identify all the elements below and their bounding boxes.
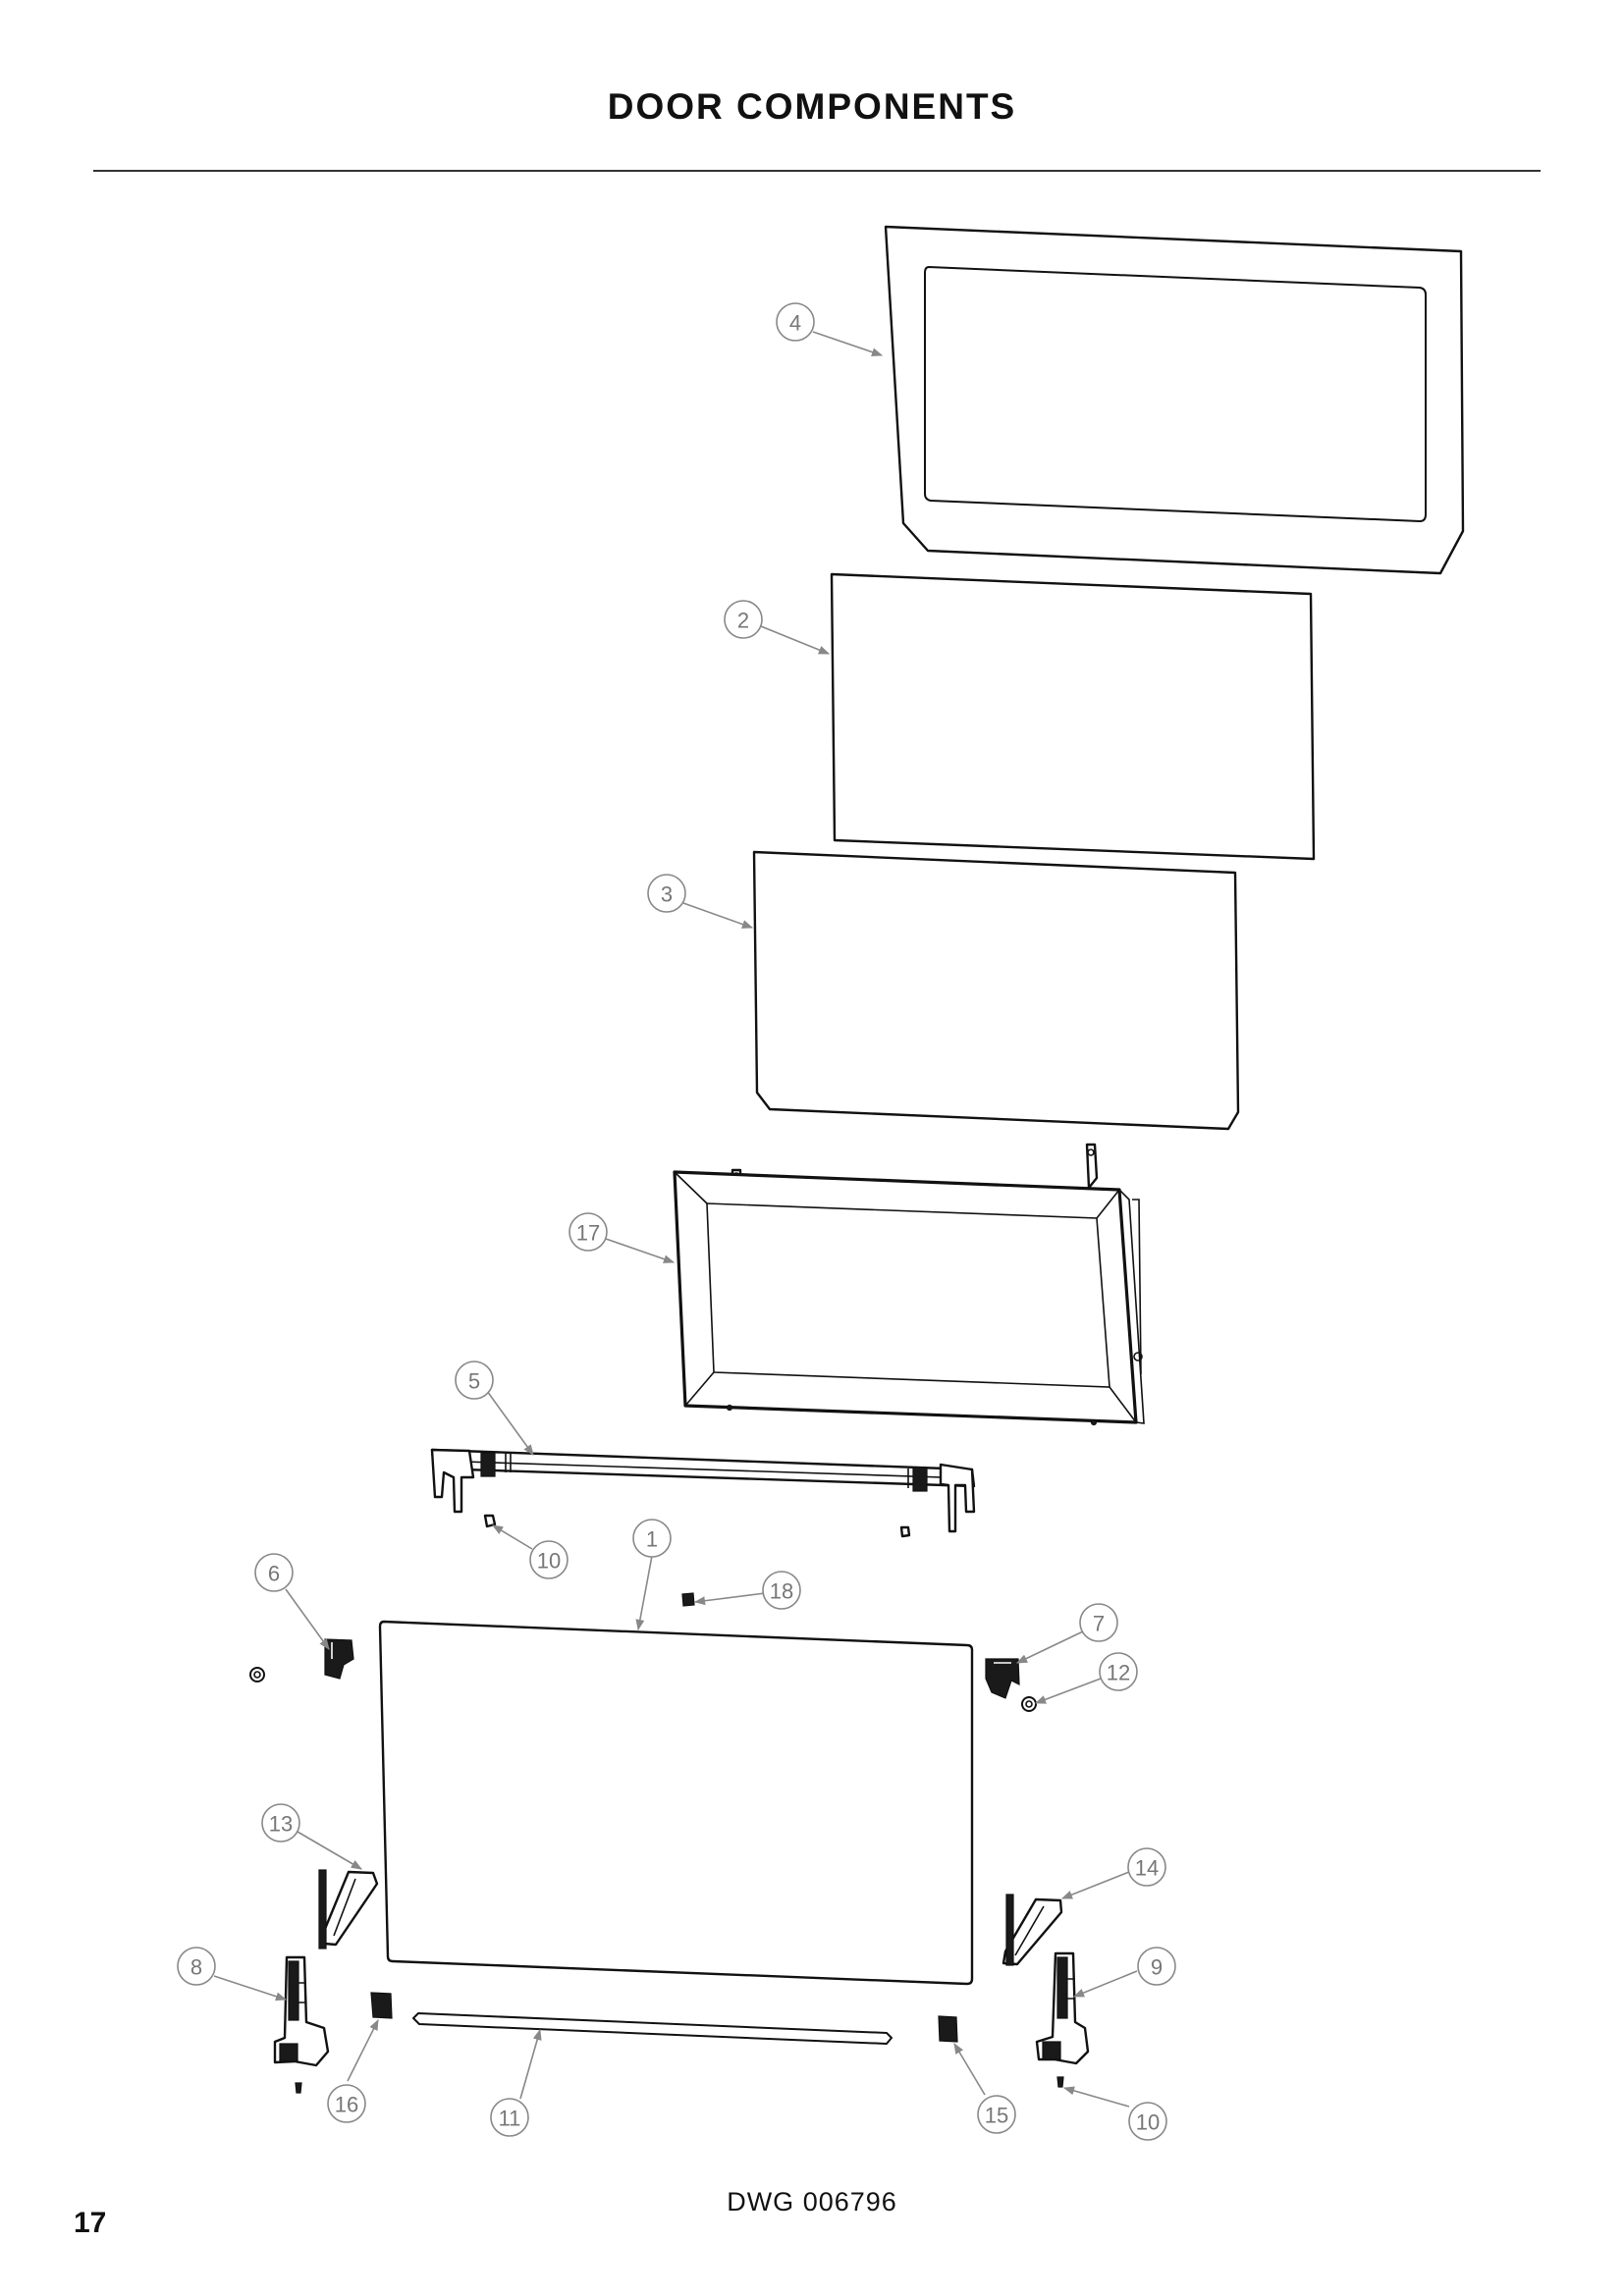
part-7-right-bracket [985,1658,1020,1699]
part-10-screw-left [483,1514,497,1528]
part-1-door-panel [378,1620,974,1986]
svg-text:13: 13 [269,1812,293,1837]
part-4-outer-frame [884,225,1465,575]
svg-text:14: 14 [1135,1856,1159,1881]
callout-15: 15 [977,2095,1016,2134]
svg-text:5: 5 [468,1369,480,1394]
part-10-screw-right [899,1525,911,1538]
callout-18: 18 [762,1571,801,1610]
part-18-clip [681,1592,695,1607]
callout-16: 16 [327,2084,366,2123]
callout-4: 4 [776,302,815,342]
callout-10-lower: 10 [1128,2102,1167,2141]
page-title: DOOR COMPONENTS [607,86,1017,127]
svg-text:10: 10 [1136,2110,1160,2135]
svg-text:12: 12 [1107,1661,1130,1685]
part-12-bushing [1021,1696,1037,1712]
svg-text:9: 9 [1151,1955,1163,1980]
part-9-right-hinge-assembly [1035,1951,1090,2065]
callout-1: 1 [632,1519,672,1558]
part-2-glass-panel [830,572,1316,861]
part-5-top-rail [430,1448,976,1533]
page-number: 17 [74,2207,107,2239]
svg-text:16: 16 [335,2093,358,2117]
svg-text:10: 10 [537,1549,561,1574]
callout-13: 13 [261,1803,300,1842]
callout-14: 14 [1127,1847,1166,1887]
callout-5: 5 [455,1361,494,1400]
callout-7: 7 [1079,1603,1118,1642]
callout-12: 12 [1099,1652,1138,1691]
callout-3: 3 [647,874,686,913]
part-8-left-hinge-assembly [273,1955,330,2067]
part-11-bottom-rail [412,2012,893,2045]
part-3-glass-panel [752,850,1240,1131]
part-10-screw-bottom-right [1056,2076,1064,2088]
callout-17: 17 [568,1212,608,1252]
svg-text:3: 3 [661,882,673,907]
svg-text:4: 4 [789,311,801,336]
part-12-bushing-left [249,1667,265,1682]
svg-text:15: 15 [985,2104,1008,2128]
title-divider [93,170,1541,172]
callout-9: 9 [1137,1947,1176,1986]
callout-10-upper: 10 [529,1540,568,1579]
part-13-left-hinge-arm [318,1869,379,1949]
callout-11: 11 [490,2098,529,2137]
part-15-right-clip [938,2015,958,2043]
svg-text:17: 17 [576,1221,600,1246]
svg-text:11: 11 [499,2107,521,2131]
drawing-number: DWG 006796 [727,2187,897,2216]
leader-lines [213,331,1138,2108]
svg-text:1: 1 [646,1527,658,1552]
svg-text:7: 7 [1093,1612,1105,1636]
part-6-left-bracket [324,1638,354,1680]
callout-6: 6 [254,1553,294,1592]
svg-text:8: 8 [190,1955,202,1980]
part-17-inner-frame [673,1143,1145,1426]
svg-text:6: 6 [268,1562,280,1586]
callout-2: 2 [724,600,763,639]
svg-text:18: 18 [770,1579,793,1604]
part-10-screw-bottom-left [295,2082,302,2094]
callout-8: 8 [177,1947,216,1986]
part-14-right-hinge-arm [1001,1894,1063,1966]
part-16-left-clip [370,1992,393,2019]
svg-text:2: 2 [737,609,749,633]
